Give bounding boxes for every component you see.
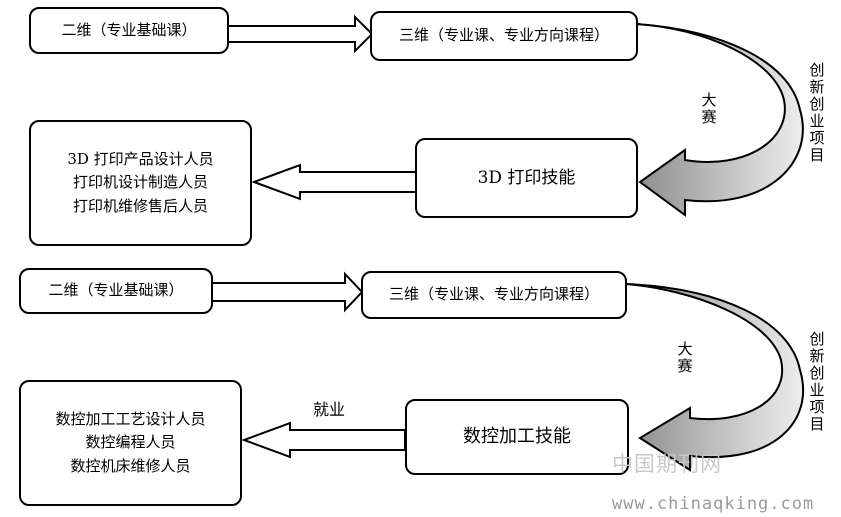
bottom-innovation-label: 创新创业项目 [809,330,825,433]
bottom-job-item: 数控机床维修人员 [70,456,191,475]
arrow-2d-to-3d-top [227,14,374,54]
bottom-skill-label: 数控加工技能 [463,426,571,448]
top-2d-box: 二维（专业基础课） [29,7,229,54]
top-job-item: 3D 打印产品设计人员 [67,150,214,169]
watermark-cn: 中国期刊网 [612,452,722,476]
top-jobs-box: 3D 打印产品设计人员 打印机设计制造人员 打印机维修售后人员 [29,120,252,246]
bottom-2d-box: 二维（专业基础课） [19,268,213,314]
bottom-3d-label: 三维（专业课、专业方向课程） [388,285,599,304]
bottom-jobs-box: 数控加工工艺设计人员 数控编程人员 数控机床维修人员 [19,380,242,506]
arrow-skill-to-jobs-bottom [241,421,406,459]
arrow-2d-to-3d-bottom [211,271,364,313]
top-3d-label: 三维（专业课、专业方向课程） [398,26,609,45]
top-job-item: 打印机设计制造人员 [72,173,208,192]
top-competition-label: 大赛 [701,91,717,126]
curved-arrow-top [635,23,804,217]
watermark-url: www.chinaqking.com [612,494,815,514]
top-innovation-label: 创新创业项目 [809,61,825,164]
top-job-item: 打印机维修售后人员 [72,196,208,215]
top-2d-label: 二维（专业基础课） [61,20,197,39]
bottom-2d-label: 二维（专业基础课） [48,281,184,300]
bottom-competition-label: 大赛 [677,340,693,375]
top-3d-box: 三维（专业课、专业方向课程） [370,11,638,61]
bottom-skill-box: 数控加工技能 [405,399,629,475]
bottom-job-item: 数控编程人员 [85,433,176,452]
curved-arrow-bottom [625,283,805,472]
top-skill-label: 3D 打印技能 [477,167,576,188]
bottom-employment-label: 就业 [313,400,346,419]
arrow-skill-to-jobs-top [251,163,417,201]
bottom-job-item: 数控加工工艺设计人员 [55,410,206,429]
bottom-3d-box: 三维（专业课、专业方向课程） [361,271,627,319]
top-skill-box: 3D 打印技能 [415,138,638,218]
